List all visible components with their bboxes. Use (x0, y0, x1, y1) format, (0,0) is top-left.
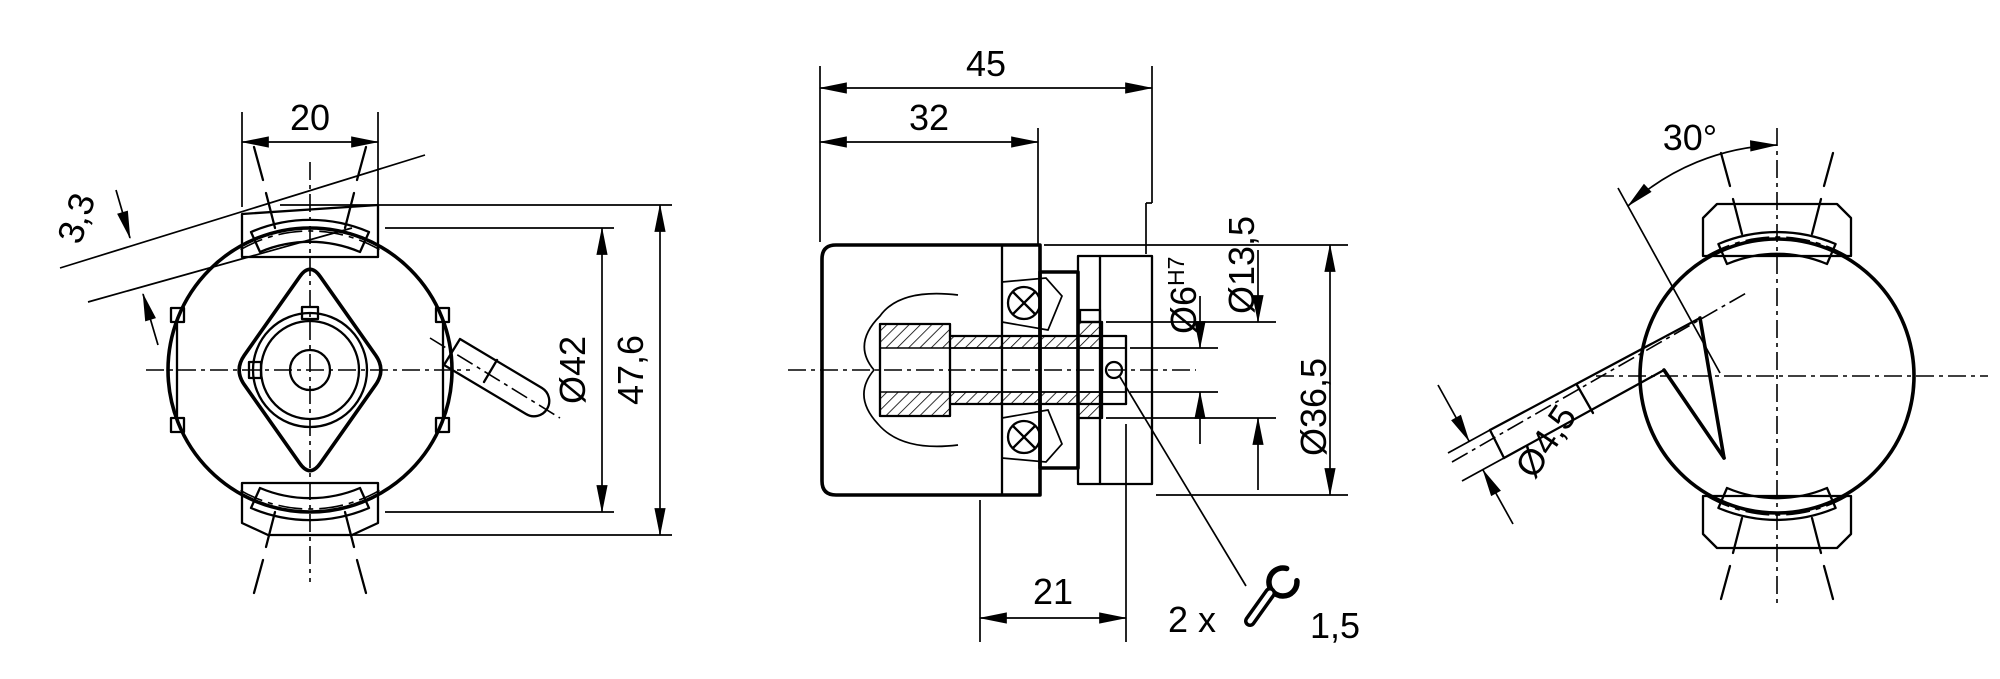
front-diamond-plate (237, 267, 383, 473)
front-slot-label: 3,3 (49, 188, 103, 248)
side-depth-label: 45 (966, 43, 1006, 84)
side-breakout-line (863, 292, 959, 448)
side-shaft-length-label: 21 (1033, 571, 1073, 612)
side-shaft-collar (1076, 308, 1124, 420)
rear-dim-cable-diameter: Ø4,5 (1437, 384, 1585, 525)
front-dim-height: 47,6 (280, 203, 672, 537)
side-dim-flange-diameter: Ø36,5 (1044, 243, 1348, 497)
wrench-icon (1244, 565, 1300, 627)
side-flange-diameter-label: Ø36,5 (1293, 358, 1334, 456)
side-dim-hub-diameter: Ø13,5 (1106, 216, 1276, 490)
side-bore-tolerance-label: H7 (1163, 257, 1189, 286)
side-dim-depth: 45 (818, 43, 1154, 254)
rear-angle-label: 30° (1663, 117, 1717, 158)
side-set-screw-hole (1104, 360, 1124, 380)
front-diameter-label: Ø42 (552, 336, 593, 404)
front-cable-stub (429, 337, 561, 419)
rear-radial-ticks (1719, 151, 1835, 601)
rear-pad-marks (1648, 310, 1906, 442)
front-radial-ticks (252, 145, 368, 595)
side-body-depth-label: 32 (909, 97, 949, 138)
rear-cable (1451, 291, 1749, 463)
side-hub-diameter-label: Ø13,5 (1221, 216, 1262, 314)
side-dim-body-depth: 32 (818, 97, 1040, 245)
side-housing-body (820, 243, 1042, 497)
front-top-clamp (240, 203, 380, 259)
side-bore-label: Ø6 (1163, 286, 1204, 334)
rear-bottom-clamp (1701, 486, 1853, 550)
side-wrench-qty-label: 2 x (1168, 599, 1216, 640)
front-width-label: 20 (290, 97, 330, 138)
front-dim-diameter: Ø42 (385, 226, 614, 514)
rear-body-circle (1638, 237, 1916, 515)
side-view: 45 32 21 Ø6 H7 Ø13 (788, 43, 1360, 646)
rear-cable-diameter-label: Ø4,5 (1507, 397, 1585, 485)
rear-view: 30° Ø4,5 (1437, 117, 1988, 608)
front-dim-width: 20 (240, 97, 380, 207)
front-shaft-rings (247, 305, 369, 429)
side-dim-bore: Ø6 H7 (1130, 257, 1218, 444)
side-set-screw-note: 2 x 1,5 (1119, 376, 1360, 646)
front-side-flats (169, 306, 451, 434)
side-clamp-screws (1001, 277, 1063, 463)
front-height-label: 47,6 (610, 335, 651, 405)
side-dim-shaft-length: 21 (978, 424, 1128, 642)
side-wrench-size-label: 1,5 (1310, 605, 1360, 646)
front-view: 20 3,3 Ø42 47,6 (49, 97, 672, 595)
rear-dim-angle: 30° (1617, 117, 1779, 374)
